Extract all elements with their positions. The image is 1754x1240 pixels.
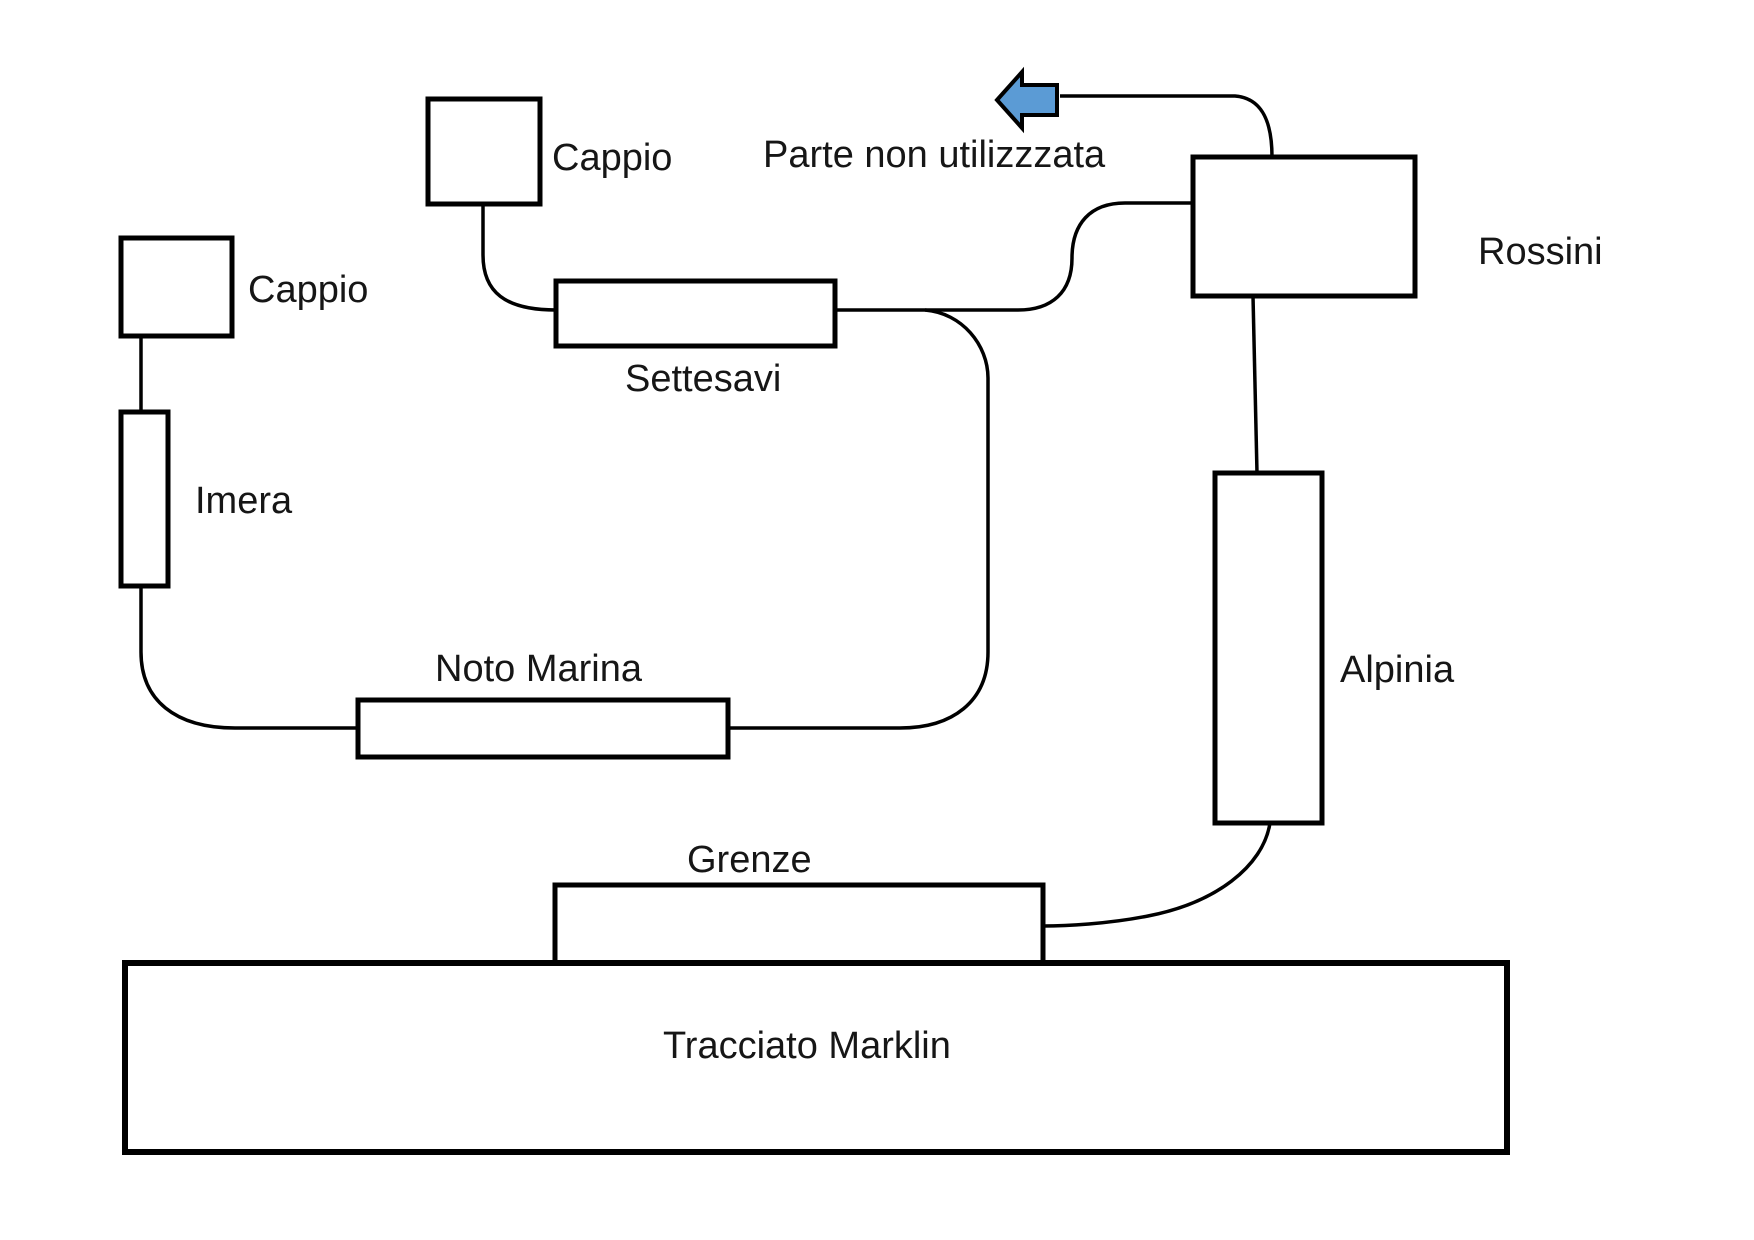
- connector-cappio-top-to-settesavi: [481, 204, 557, 312]
- box-cappio-left: [118, 235, 235, 339]
- box-cappio-top: [425, 96, 543, 207]
- label-imera: Imera: [195, 480, 293, 522]
- label-cappio-top: Cappio: [552, 137, 672, 179]
- label-noto-marina: Noto Marina: [435, 648, 643, 690]
- box-settesavi: [553, 278, 838, 349]
- label-alpinia: Alpinia: [1340, 649, 1455, 691]
- box-rossini: [1190, 154, 1418, 299]
- label-unused-note: Parte non utilizzzata: [763, 134, 1106, 176]
- label-cappio-left: Cappio: [248, 269, 368, 311]
- box-grenze: [552, 882, 1046, 966]
- connector-imera-to-noto-marina: [139, 586, 358, 730]
- box-alpinia: [1212, 470, 1325, 826]
- connector-junction-to-noto-marina: [728, 308, 990, 730]
- label-tracciato: Tracciato Marklin: [663, 1025, 951, 1067]
- box-tracciato-marklin: [122, 960, 1510, 1155]
- connector-settesavi-to-rossini: [835, 201, 1193, 312]
- label-settesavi: Settesavi: [625, 358, 781, 400]
- box-noto-marina: [355, 697, 731, 760]
- left-block-arrow-icon: [994, 66, 1059, 134]
- label-grenze: Grenze: [687, 839, 812, 881]
- label-rossini: Rossini: [1478, 231, 1603, 273]
- connector-arrow-to-rossini: [1060, 94, 1274, 158]
- box-imera: [118, 409, 171, 589]
- connector-rossini-to-alpinia: [1251, 295, 1259, 474]
- connector-alpinia-to-grenze: [1042, 822, 1272, 928]
